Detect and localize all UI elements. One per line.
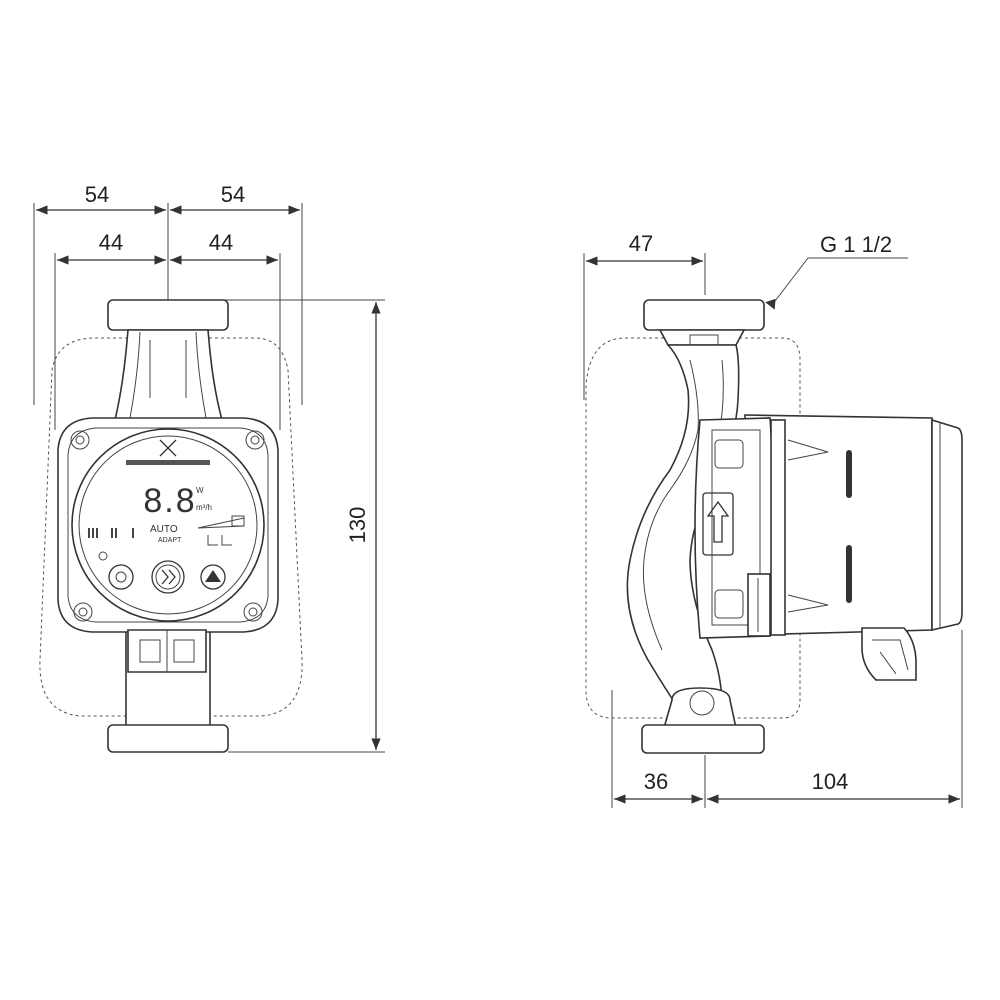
dim-front-right-outer: 54 — [221, 182, 245, 207]
side-view: 47 36 104 G 1 1/2 — [583, 231, 963, 808]
power-button[interactable] — [108, 564, 134, 590]
dim-side-top: 47 — [629, 231, 653, 256]
side-connector-plug — [747, 573, 917, 681]
curve-level-icon — [197, 515, 245, 546]
dim-side-bottom-right: 104 — [812, 769, 849, 794]
select-button[interactable] — [151, 560, 185, 594]
side-bottom-flange — [641, 724, 765, 754]
dim-front-right-inner: 44 — [209, 230, 233, 255]
brand-logo-icon — [126, 439, 210, 465]
top-flange — [107, 299, 229, 331]
adapt-label: ADAPT — [158, 537, 182, 544]
display-unit-mh: m³/h — [196, 503, 212, 512]
night-mode-button[interactable] — [200, 564, 226, 590]
thread-label: G 1 1/2 — [820, 232, 892, 257]
display-digits: 8.8 — [143, 482, 196, 520]
flow-arrow-icon — [702, 492, 734, 556]
front-view: 54 54 44 44 130 — [33, 182, 385, 753]
screw-icon — [70, 430, 265, 622]
mode-indicator-icon — [88, 528, 134, 538]
dim-front-left-inner: 44 — [99, 230, 123, 255]
display-unit-w: W — [196, 486, 204, 495]
dim-front-left-outer: 54 — [85, 182, 109, 207]
auto-label: AUTO — [150, 524, 178, 535]
bottom-flange — [107, 724, 229, 753]
led-icon — [98, 551, 108, 561]
display-face — [71, 428, 265, 622]
dim-front-height: 130 — [345, 507, 370, 544]
dim-side-bottom-left: 36 — [644, 769, 668, 794]
side-top-flange — [643, 299, 765, 331]
